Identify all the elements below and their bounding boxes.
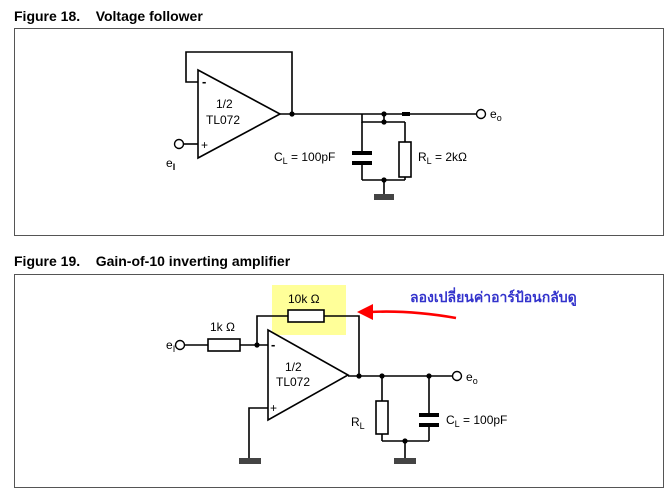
fig19-feedback-left	[256, 315, 288, 345]
fig18-feedback-wire	[185, 51, 293, 114]
fig18-resistor-rl	[398, 141, 412, 178]
fig18-opamp-line1: 1/2	[216, 97, 233, 111]
fig19-cap-plate-bottom	[419, 423, 439, 427]
fig19-opamp-line2: TL072	[276, 375, 310, 389]
fig19-input-terminal	[174, 339, 186, 351]
figure-19-circuit	[184, 315, 453, 458]
fig18-junction-load	[381, 111, 387, 117]
fig18-output-tick	[402, 112, 410, 116]
fig18-res-label: RL = 2kΩ	[418, 150, 467, 166]
fig19-input-label: eI	[166, 338, 175, 354]
fig19-annotation-text: ลองเปลี่ยนค่าอาร์ป้อนกลับดู	[410, 287, 577, 306]
fig19-minus-label: -	[271, 337, 275, 352]
fig19-junction-input	[254, 342, 260, 348]
fig18-junction-output	[289, 111, 295, 117]
fig19-ground-icon-load	[394, 458, 416, 464]
fig18-junction-top	[381, 119, 387, 125]
fig19-input-resistor-label: 1k Ω	[210, 320, 235, 334]
fig18-junction-bottom	[381, 177, 387, 183]
fig19-annotation-arrow	[357, 304, 457, 320]
fig19-feedback-resistor	[287, 309, 325, 323]
fig18-cap-plate-top	[352, 151, 372, 155]
fig19-cap-label: CL = 100pF	[446, 413, 507, 429]
fig19-rl-label: RL	[351, 415, 365, 431]
fig19-cap-plate-top	[419, 413, 439, 417]
fig19-junction-bottom	[402, 438, 408, 444]
fig19-load-resistor	[375, 400, 389, 435]
fig19-feedback-resistor-label: 10k Ω	[288, 292, 320, 306]
fig19-opamp-triangle	[267, 328, 350, 422]
fig19-junction-rl	[379, 373, 385, 379]
fig19-output-terminal	[451, 370, 463, 382]
fig19-junction-cap	[426, 373, 432, 379]
fig18-cap-label: CL = 100pF	[274, 150, 335, 166]
fig19-opamp-line1: 1/2	[285, 360, 302, 374]
fig18-output-label: eo	[490, 107, 502, 123]
fig19-input-resistor	[207, 338, 241, 352]
fig19-ground-icon-plus	[239, 458, 261, 464]
fig18-ground-icon	[374, 194, 394, 200]
fig18-plus-label: +	[201, 138, 208, 152]
figure-18-frame	[14, 28, 664, 236]
fig19-plus-label: +	[270, 401, 277, 415]
fig18-cap-plate-bottom	[352, 161, 372, 165]
fig18-load-top-wire	[361, 114, 385, 123]
fig18-input-label: eI	[166, 156, 175, 172]
figure-18-circuit	[184, 51, 477, 194]
fig19-output-label: eo	[466, 370, 478, 386]
fig18-input-terminal	[173, 138, 185, 150]
fig18-minus-label: -	[202, 74, 206, 89]
fig18-opamp-line2: TL072	[206, 113, 240, 127]
fig19-arrow-shaft	[369, 310, 457, 320]
fig19-plus-ground-wire	[248, 407, 268, 458]
figure-19-title: Figure 19. Gain-of-10 inverting amplifie…	[14, 253, 291, 269]
fig19-junction-output	[356, 373, 362, 379]
figure-18-title: Figure 18. Voltage follower	[14, 8, 203, 24]
fig19-arrow-head	[357, 304, 373, 320]
fig18-output-terminal	[475, 108, 487, 120]
fig18-opamp-triangle	[197, 68, 282, 160]
fig19-feedback-right	[324, 315, 360, 376]
